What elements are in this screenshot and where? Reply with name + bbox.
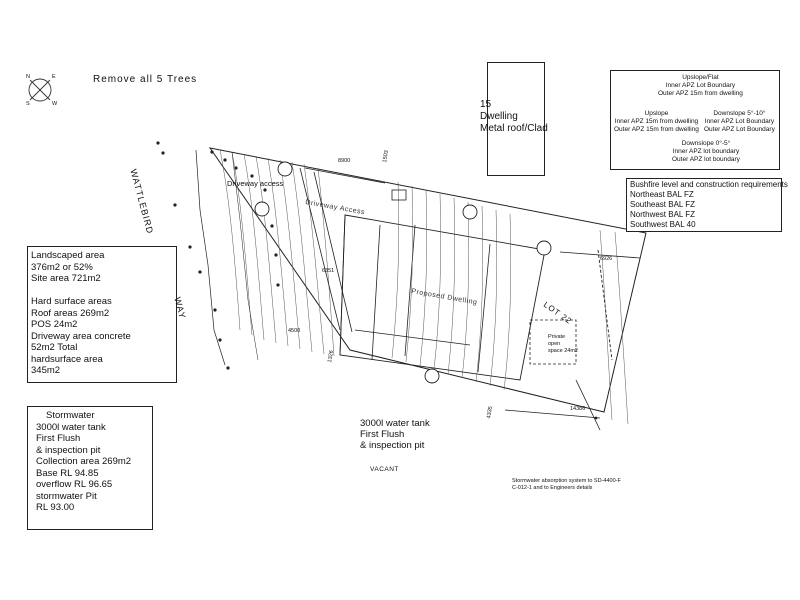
bal-text: Bushfire level and construction requirem… (630, 180, 788, 230)
absorption-note: Stormwater absorption system to SD-4400-… (512, 478, 621, 491)
header-note: Remove all 5 Trees (93, 74, 198, 85)
driveway-access-left: Driveway access (227, 179, 284, 188)
apz-box (610, 70, 780, 170)
apz-upslope-flat: Upslope/Flat Inner APZ Lot Boundary Oute… (658, 74, 743, 97)
bal-southwest: Southwest BAL 40 (630, 220, 696, 229)
lot-boundary (208, 147, 647, 413)
north-arrow (28, 78, 52, 102)
dim-left-bottom: 4500 (288, 328, 301, 334)
tree-4 (536, 240, 552, 256)
compass-east: E (52, 74, 56, 80)
tank-note: 3000l water tank First Flush & inspectio… (360, 418, 430, 451)
dim-mid: 6351 (322, 268, 335, 274)
bal-title: Bushfire level and construction requirem… (630, 180, 788, 189)
tree-2 (254, 201, 270, 217)
stormwater-text: Stormwater 3000l water tank First Flush … (36, 410, 132, 513)
dim-bottom-right: 14386 (570, 406, 586, 412)
vacant-label: VACANT (370, 466, 399, 473)
bal-southeast: Southeast BAL FZ (630, 200, 696, 209)
tree-1 (277, 161, 293, 177)
dim-right-top: 6926 (600, 256, 613, 262)
bal-northeast: Northeast BAL FZ (630, 190, 694, 199)
private-open-space-box (529, 319, 577, 365)
compass-north: N (26, 74, 30, 80)
apz-downslope-0-5: Downslope 0°-5° Inner APZ lot boundary O… (672, 140, 740, 163)
dwelling-text: 15 Dwelling Metal roof/Clad (480, 99, 548, 135)
dwelling-number: 15 (480, 99, 492, 110)
stormwater-title: Stormwater (46, 410, 95, 421)
apz-upslope: Upslope Inner APZ 15m from dwelling Oute… (614, 110, 699, 133)
dwelling-box (487, 62, 545, 176)
dwelling-label: Dwelling (480, 111, 518, 122)
apz-downslope-5-10: Downslope 5°-10° Inner APZ Lot Boundary … (704, 110, 775, 133)
stormwater-box (27, 406, 153, 530)
tree-5 (424, 368, 440, 384)
bal-northwest: Northwest BAL FZ (630, 210, 696, 219)
private-open-space-label: Private open space 24m2 (548, 334, 578, 354)
landscape-box (27, 246, 177, 383)
landscape-text: Landscaped area 376m2 or 52% Site area 7… (31, 250, 131, 376)
tree-3 (462, 204, 478, 220)
compass-west: W (52, 101, 58, 107)
dim-top: 8900 (338, 158, 351, 164)
bal-box (626, 178, 782, 232)
compass-south: S (26, 101, 30, 107)
dwelling-roof: Metal roof/Clad (480, 123, 548, 134)
